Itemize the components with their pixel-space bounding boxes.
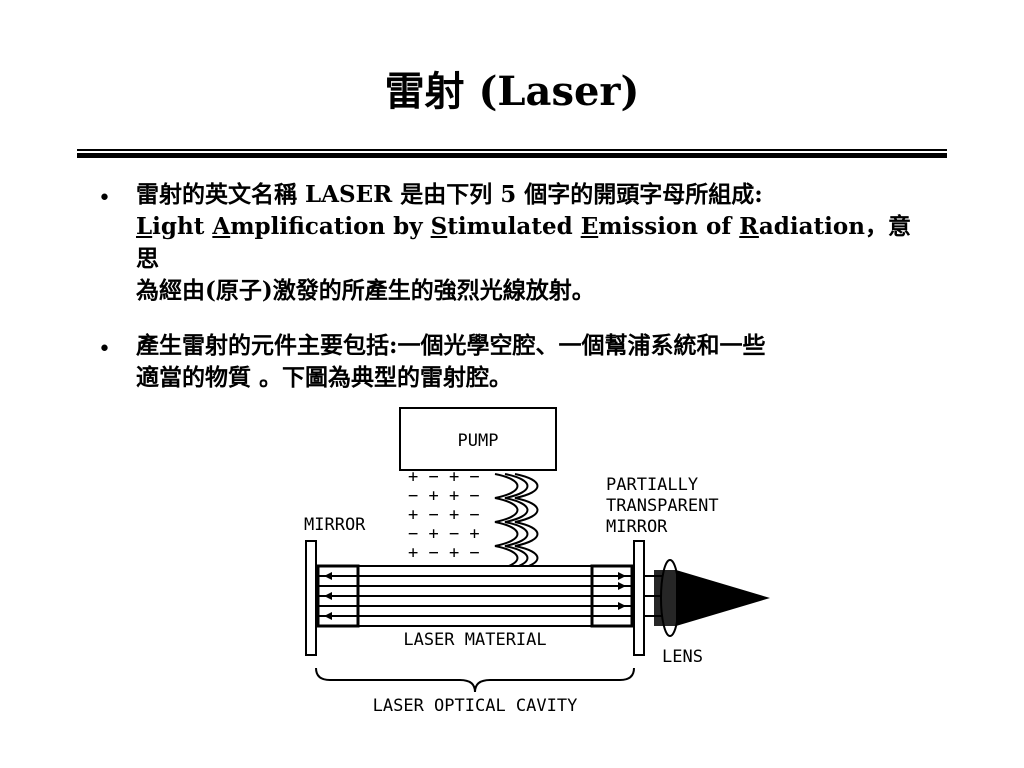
focused-beam	[676, 570, 770, 626]
acronym-letter: E	[580, 213, 599, 240]
cavity-label: LASER OPTICAL CAVITY	[373, 696, 578, 716]
lens-label: LENS	[662, 647, 703, 667]
pump-box	[399, 407, 557, 471]
laser-material-label: LASER MATERIAL	[403, 630, 546, 650]
bullet-line: 產生雷射的元件主要包括:一個光學空腔、一個幫浦系統和一些	[136, 332, 766, 359]
acronym-word: mplification by	[230, 213, 423, 240]
mirror-label: MIRROR	[304, 515, 366, 535]
partial-mirror-label-line: PARTIALLY	[606, 475, 698, 495]
partial-mirror-label-line: MIRROR	[606, 517, 668, 537]
title-divider-thin	[77, 149, 947, 151]
acronym-word: mission of	[598, 213, 732, 240]
title-divider-thick	[77, 153, 947, 158]
acronym-letter: L	[136, 213, 153, 240]
partial-mirror	[633, 540, 645, 656]
charge-sign-row: − + − +	[408, 524, 480, 544]
bullet-line: 適當的物質 。下圖為典型的雷射腔。	[136, 364, 513, 391]
cavity-bracket	[315, 667, 635, 693]
charge-sign-row: + − + −	[408, 505, 480, 525]
bullet-line: 雷射的英文名稱 LASER 是由下列 5 個字的開頭字母所組成:	[136, 181, 763, 208]
pump-coil-icon	[494, 473, 539, 571]
charge-signs: + − + − − + + − + − + − − + − + + − + − …	[408, 467, 480, 582]
bullet-tail: ，意思	[136, 213, 911, 272]
acronym-letter: A	[212, 213, 231, 240]
acronym-letter: R	[739, 213, 759, 240]
acronym-letter: S	[430, 213, 448, 240]
bullet-laser-components: 產生雷射的元件主要包括:一個光學空腔、一個幫浦系統和一些 適當的物質 。下圖為典…	[136, 330, 926, 394]
bullet-marker: •	[98, 337, 111, 362]
full-mirror	[305, 540, 317, 656]
partial-mirror-label-line: TRANSPARENT	[606, 496, 719, 516]
acronym-word: ight	[152, 213, 205, 240]
charge-sign-row: + − + −	[408, 467, 480, 487]
light-rays	[318, 575, 632, 617]
charge-sign-row: − + + −	[408, 486, 480, 506]
acronym-line: Light Amplification by Stimulated Emissi…	[136, 211, 926, 275]
pump-label: PUMP	[458, 431, 499, 451]
ray-arrowheads	[324, 572, 626, 620]
laser-cavity-diagram: PUMP + − + − − + + − + − + − − + − + + −…	[304, 407, 770, 716]
slide-title: 雷射 (Laser)	[384, 68, 640, 115]
charge-sign-row: + − + −	[408, 543, 480, 563]
acronym-word: timulated	[447, 213, 573, 240]
bullet-line: 為經由(原子)激發的所產生的強烈光線放射。	[136, 277, 595, 304]
acronym-word: adiation	[758, 213, 865, 240]
bullet-laser-definition: 雷射的英文名稱 LASER 是由下列 5 個字的開頭字母所組成: Light A…	[136, 179, 926, 307]
bullet-marker: •	[98, 186, 111, 211]
